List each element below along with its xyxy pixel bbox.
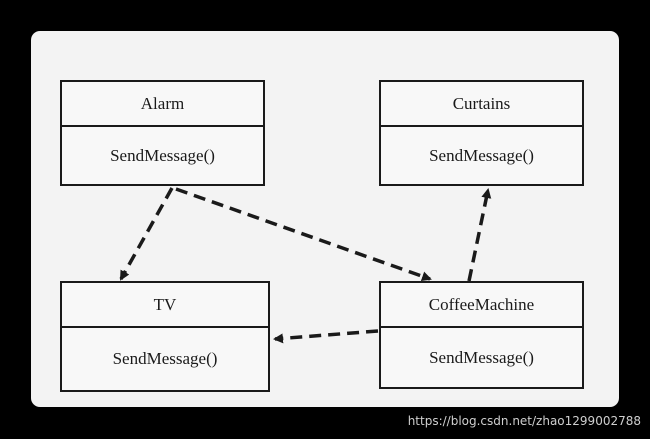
class-method: SendMessage() bbox=[429, 347, 534, 367]
class-box-coffeemachine: CoffeeMachine SendMessage() bbox=[379, 281, 584, 389]
watermark-url: https://blog.csdn.net/zhao1299002788 bbox=[407, 414, 641, 428]
class-method: SendMessage() bbox=[429, 145, 534, 165]
class-name: CoffeeMachine bbox=[381, 283, 582, 328]
class-name: TV bbox=[62, 283, 268, 328]
class-box-alarm: Alarm SendMessage() bbox=[60, 80, 265, 186]
class-name: Curtains bbox=[381, 82, 582, 127]
class-box-tv: TV SendMessage() bbox=[60, 281, 270, 392]
class-method: SendMessage() bbox=[112, 349, 218, 368]
class-method: SendMessage() bbox=[110, 145, 215, 165]
class-box-curtains: Curtains SendMessage() bbox=[379, 80, 584, 186]
class-name: Alarm bbox=[62, 82, 263, 127]
